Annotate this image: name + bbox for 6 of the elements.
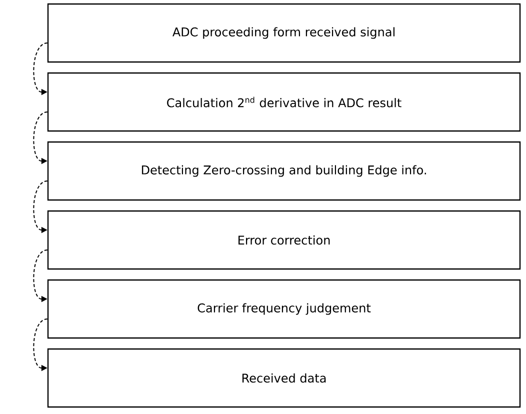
process-box: Calculation 2$^{nd}$ derivative in ADC result [47,72,521,132]
process-box: Detecting Zero-crossing and building Edge info. [47,141,521,201]
process-box: ADC proceeding form received signal [47,3,521,63]
process-box: Error correction [47,210,521,270]
process-box: Received data [47,348,521,408]
process-box: Carrier frequency judgement [47,279,521,339]
